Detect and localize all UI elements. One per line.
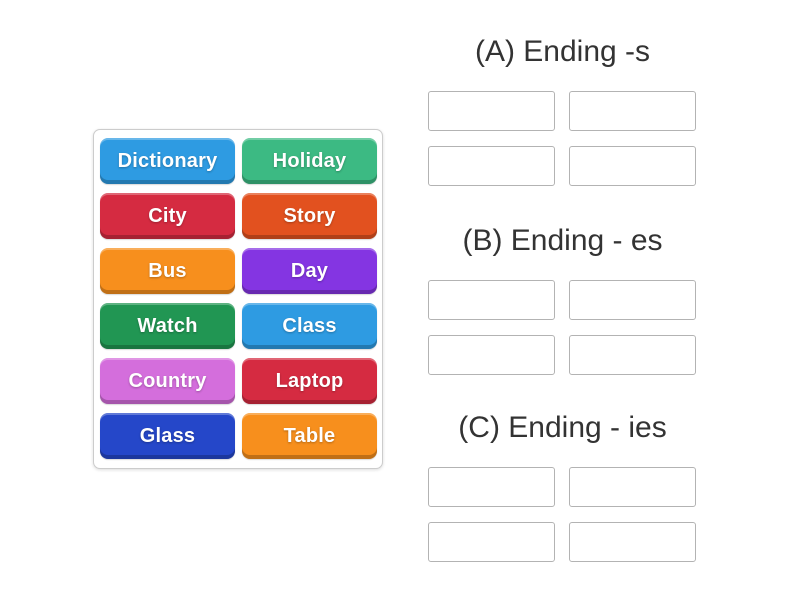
word-tile-table[interactable]: Table: [242, 413, 377, 459]
word-tile-watch[interactable]: Watch: [100, 303, 235, 349]
word-tile-city[interactable]: City: [100, 193, 235, 239]
word-bank-panel: Dictionary Holiday City Story Bus Day Wa…: [93, 129, 383, 469]
drop-slot[interactable]: [428, 335, 555, 375]
word-bank-grid: Dictionary Holiday City Story Bus Day Wa…: [100, 138, 377, 459]
group-ending-ies-slots: [428, 467, 697, 562]
group-ending-es: (B) Ending - es: [428, 219, 697, 375]
drop-slot[interactable]: [428, 146, 555, 186]
word-tile-bus[interactable]: Bus: [100, 248, 235, 294]
group-ending-es-slots: [428, 280, 697, 375]
word-tile-laptop[interactable]: Laptop: [242, 358, 377, 404]
group-ending-s-title: (A) Ending -s: [474, 35, 651, 68]
group-ending-es-title: (B) Ending - es: [462, 224, 663, 257]
drop-slot[interactable]: [569, 467, 696, 507]
word-tile-day[interactable]: Day: [242, 248, 377, 294]
drop-slot[interactable]: [569, 522, 696, 562]
drop-slot[interactable]: [569, 146, 696, 186]
group-ending-ies: (C) Ending - ies: [428, 406, 697, 562]
drop-slot[interactable]: [428, 91, 555, 131]
word-tile-story[interactable]: Story: [242, 193, 377, 239]
drop-slot[interactable]: [569, 335, 696, 375]
group-ending-ies-title: (C) Ending - ies: [458, 411, 667, 444]
word-tile-dictionary[interactable]: Dictionary: [100, 138, 235, 184]
drop-slot[interactable]: [428, 280, 555, 320]
drop-slot[interactable]: [428, 522, 555, 562]
word-tile-glass[interactable]: Glass: [100, 413, 235, 459]
group-ending-s-slots: [428, 91, 697, 186]
word-tile-holiday[interactable]: Holiday: [242, 138, 377, 184]
word-tile-class[interactable]: Class: [242, 303, 377, 349]
drop-slot[interactable]: [428, 467, 555, 507]
group-ending-s: (A) Ending -s: [428, 30, 697, 186]
drop-slot[interactable]: [569, 91, 696, 131]
drop-slot[interactable]: [569, 280, 696, 320]
word-tile-country[interactable]: Country: [100, 358, 235, 404]
